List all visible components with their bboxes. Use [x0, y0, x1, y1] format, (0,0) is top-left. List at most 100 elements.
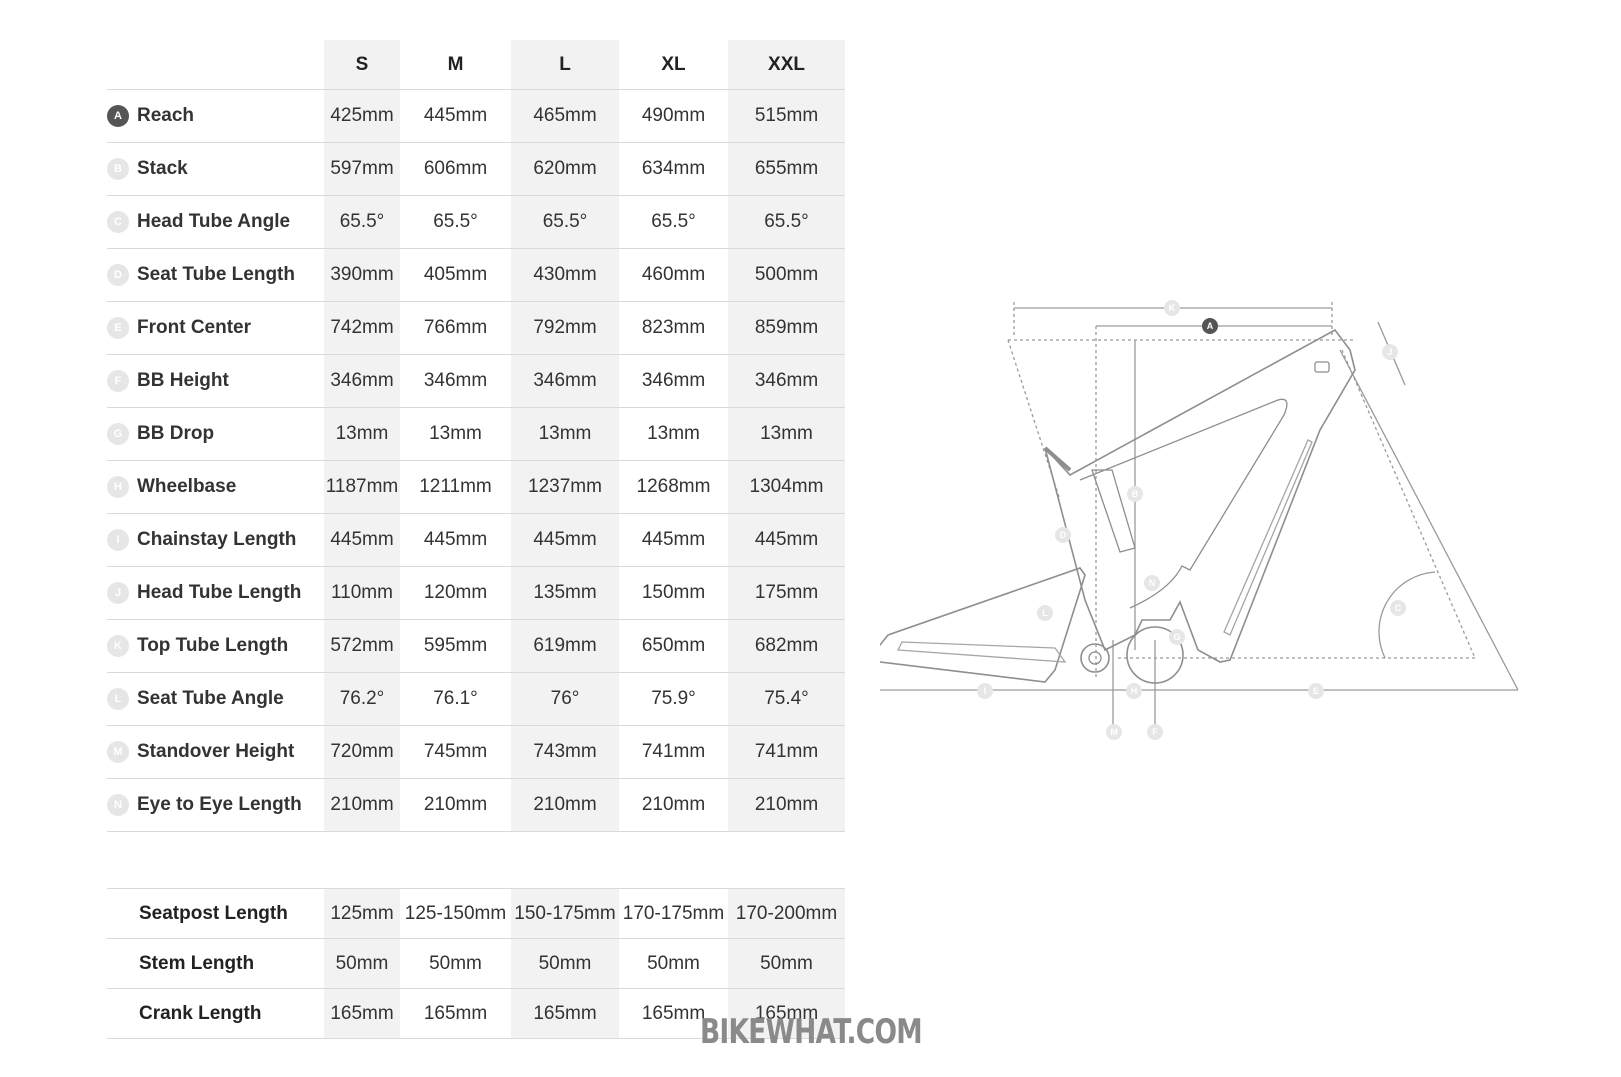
svg-text:F: F [1152, 727, 1158, 737]
cell-value: 745mm [400, 725, 511, 779]
cell-value: 346mm [324, 354, 400, 408]
measurement-name: Head Tube Length [137, 581, 302, 603]
diagram-badge-n: N [1144, 575, 1160, 591]
headtube-logo [1314, 361, 1330, 373]
cell-value: 445mm [400, 89, 511, 143]
diagram-badge-b: B [1127, 486, 1143, 502]
letter-badge: E [107, 316, 129, 339]
chainstay-detail [896, 641, 1067, 663]
cell-value: 210mm [511, 778, 619, 832]
bike-geometry-diagram: K A J B D N C L G I H E M F [880, 300, 1519, 740]
letter-badge: L [107, 687, 129, 710]
cell-value: 65.5° [324, 195, 400, 249]
svg-text:M: M [1110, 727, 1118, 737]
cell-value: 445mm [324, 513, 400, 567]
svg-text:J: J [1387, 347, 1392, 357]
diagram-badge-j: J [1382, 344, 1398, 360]
cell-value: 634mm [619, 142, 728, 196]
cell-value: 76.1° [400, 672, 511, 726]
cell-value: 210mm [324, 778, 400, 832]
cell-value: 150-175mm [511, 888, 619, 939]
bottom-bracket-axle [1088, 651, 1102, 665]
cell-value: 823mm [619, 301, 728, 355]
diagram-badge-e: E [1308, 683, 1324, 699]
letter-badge: G [107, 422, 129, 445]
letter-badge: B [107, 157, 129, 180]
cell-value: 210mm [619, 778, 728, 832]
cell-value: 110mm [324, 566, 400, 620]
measurement-name: Head Tube Angle [137, 210, 291, 232]
cell-value: 170-175mm [619, 888, 728, 939]
svg-text:K: K [1169, 303, 1176, 313]
letter-badge: I [107, 528, 129, 551]
diagram-badge-h: H [1126, 683, 1142, 699]
measurement-name: Reach [137, 104, 195, 126]
cell-value: 743mm [511, 725, 619, 779]
shock [1091, 469, 1136, 553]
cell-value: 792mm [511, 301, 619, 355]
cell-value: 175mm [728, 566, 845, 620]
size-header-s: S [324, 40, 400, 90]
cell-value: 741mm [728, 725, 845, 779]
cell-value: 720mm [324, 725, 400, 779]
cell-value: 170-200mm [728, 888, 845, 939]
cell-value: 1237mm [511, 460, 619, 514]
cell-value: 13mm [324, 407, 400, 461]
cell-value: 346mm [400, 354, 511, 408]
cell-value: 50mm [400, 938, 511, 989]
size-header-xl: XL [619, 40, 728, 90]
diagram-badge-m: M [1106, 724, 1122, 740]
cell-value: 425mm [324, 89, 400, 143]
cell-value: 766mm [400, 301, 511, 355]
size-header-xxl: XXL [728, 40, 845, 90]
cell-value: 13mm [511, 407, 619, 461]
watermark-logo: BIKEWHAT.COM [700, 1012, 923, 1052]
cell-value: 50mm [511, 938, 619, 989]
cell-value: 165mm [400, 988, 511, 1039]
cell-value: 346mm [619, 354, 728, 408]
cell-value: 597mm [324, 142, 400, 196]
measurement-name: Seat Tube Angle [137, 687, 284, 709]
measurement-name: Top Tube Length [137, 634, 289, 656]
cell-value: 50mm [619, 938, 728, 989]
cell-value: 682mm [728, 619, 845, 673]
cell-value: 619mm [511, 619, 619, 673]
front-triangle-inner [1079, 398, 1288, 609]
diagram-badge-l: L [1037, 605, 1053, 621]
diagram-badge-d: D [1055, 527, 1071, 543]
cell-value: 50mm [324, 938, 400, 989]
cell-value: 75.4° [728, 672, 845, 726]
row-label: C Head Tube Angle [107, 195, 324, 249]
cell-value: 405mm [400, 248, 511, 302]
cell-value: 120mm [400, 566, 511, 620]
cell-value: 515mm [728, 89, 845, 143]
svg-text:A: A [1207, 321, 1214, 331]
cell-value: 490mm [619, 89, 728, 143]
cell-value: 76° [511, 672, 619, 726]
measurement-name: Front Center [137, 316, 251, 338]
cell-value: 210mm [400, 778, 511, 832]
cell-value: 650mm [619, 619, 728, 673]
svg-text:I: I [984, 686, 987, 696]
cell-value: 1211mm [400, 460, 511, 514]
cell-value: 742mm [324, 301, 400, 355]
svg-text:L: L [1042, 608, 1048, 618]
cell-value: 1268mm [619, 460, 728, 514]
letter-badge: C [107, 210, 129, 233]
measurement-name: Standover Height [137, 740, 295, 762]
cell-value: 595mm [400, 619, 511, 673]
